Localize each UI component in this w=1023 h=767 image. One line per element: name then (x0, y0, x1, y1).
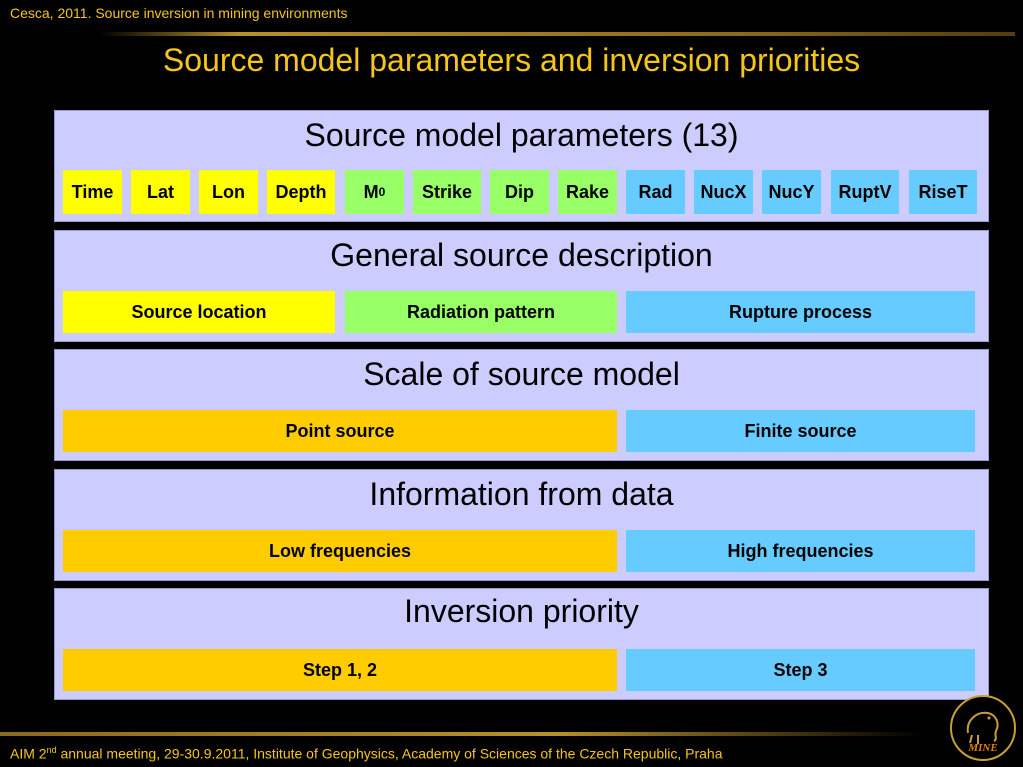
param-m0-subscript: 0 (378, 185, 386, 199)
param-nucy: NucY (762, 170, 821, 214)
cell-high-frequencies: High frequencies (626, 530, 975, 572)
cell-low-frequencies: Low frequencies (63, 530, 617, 572)
panel-source-parameters: Source model parameters (13) Time Lat Lo… (54, 110, 989, 222)
mine-logo: MINE (950, 695, 1016, 761)
panel-general-description: General source description Source locati… (54, 230, 989, 342)
slide-title: Source model parameters and inversion pr… (162, 42, 861, 78)
param-riset: RiseT (909, 170, 977, 214)
logo-text: MINE (967, 742, 997, 754)
cell-step-1-2: Step 1, 2 (63, 649, 617, 691)
cell-finite-source: Finite source (626, 410, 975, 452)
panel-title: Inversion priority (404, 593, 639, 629)
cell-rupture-process: Rupture process (626, 291, 975, 333)
footer-prefix: AIM 2 (10, 745, 47, 762)
footer-sup: nd (46, 745, 57, 755)
footer-divider (0, 732, 925, 736)
panel-title: Information from data (369, 476, 674, 512)
param-lon: Lon (199, 170, 258, 214)
panel-scale: Scale of source model Point source Finit… (54, 349, 989, 461)
param-lat: Lat (131, 170, 190, 214)
footer-text: AIM 2nd annual meeting, 29-30.9.2011, In… (10, 745, 723, 762)
param-time: Time (63, 170, 122, 214)
header-note: Cesca, 2011. Source inversion in mining … (10, 5, 348, 21)
param-ruptv: RuptV (831, 170, 899, 214)
cell-point-source: Point source (63, 410, 617, 452)
panel-title: General source description (330, 237, 713, 273)
param-nucx: NucX (694, 170, 753, 214)
cell-step-3: Step 3 (626, 649, 975, 691)
param-depth: Depth (267, 170, 335, 214)
panel-inversion-priority: Inversion priority Step 1, 2 Step 3 (54, 588, 989, 700)
panel-title: Source model parameters (13) (304, 117, 739, 153)
param-dip: Dip (490, 170, 549, 214)
param-rake: Rake (558, 170, 617, 214)
param-strike: Strike (413, 170, 481, 214)
top-divider (100, 32, 1015, 36)
param-m0-label: M (363, 181, 379, 202)
cell-radiation-pattern: Radiation pattern (345, 291, 617, 333)
param-rad: Rad (626, 170, 685, 214)
footer-rest: annual meeting, 29-30.9.2011, Institute … (56, 745, 723, 762)
panel-title: Scale of source model (363, 356, 680, 392)
cell-source-location: Source location (63, 291, 335, 333)
panel-information: Information from data Low frequencies Hi… (54, 469, 989, 581)
